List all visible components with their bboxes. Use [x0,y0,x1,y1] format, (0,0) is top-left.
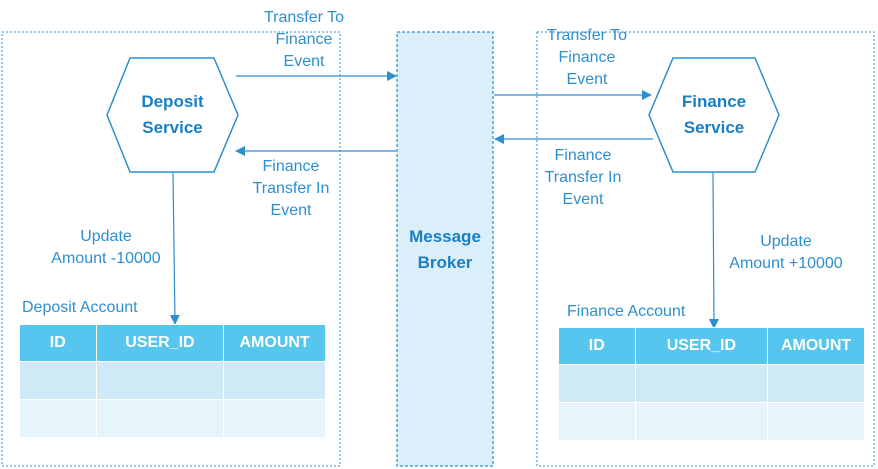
finance-transfer-in-event-right: Finance Transfer In Event [544,147,622,208]
column-header-id: ID [19,324,97,362]
table-row [19,399,326,438]
table-header-row: ID USER_ID AMOUNT [19,324,326,362]
finance-transfer-in-event-left: Finance Transfer In Event [252,158,330,219]
table-header-row: ID USER_ID AMOUNT [558,327,865,365]
finance-service-label: Finance Service [681,92,747,137]
deposit-account-title: Deposit Account [22,299,138,316]
column-header-id: ID [558,327,636,365]
deposit-service-hexagon [106,57,239,173]
column-header-user-id: USER_ID [634,327,769,365]
finance-boundary [536,31,875,467]
arrow-finance-to-table [708,172,719,329]
finance-update-label: Update Amount +10000 [729,233,843,272]
message-broker-box [396,31,494,467]
finance-account-title: Finance Account [567,303,686,320]
column-header-user-id: USER_ID [95,324,225,362]
transfer-to-finance-event-left: Transfer To Finance Event [263,9,345,70]
deposit-service-label: Deposit Service [141,92,204,137]
arrow-deposit-to-table [169,172,180,325]
finance-service-hexagon [648,57,780,173]
column-header-amount: AMOUNT [767,327,865,365]
message-broker-label: Message Broker [409,227,481,272]
column-header-amount: AMOUNT [223,324,326,362]
transfer-to-finance-event-right: Transfer To Finance Event [546,27,628,88]
finance-account-table: ID USER_ID AMOUNT [558,327,865,441]
deposit-update-label: Update Amount -10000 [51,228,161,267]
deposit-account-table: ID USER_ID AMOUNT [19,324,326,438]
table-row [558,364,865,403]
table-row [558,402,865,441]
table-row [19,361,326,400]
deposit-boundary [1,31,341,467]
